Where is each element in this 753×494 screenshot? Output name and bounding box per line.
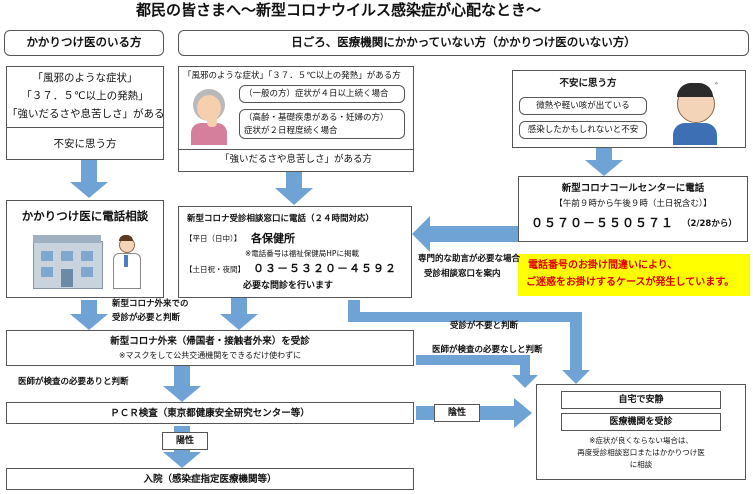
- consult-box: 新型コロナ受診相談窓口に電話（２４時間対応） 【平日（日中）】 各保健所 ※電話…: [178, 206, 412, 298]
- call-doctor-label: かかりつけ医に電話相談: [21, 209, 149, 223]
- home-rest: 自宅で安静: [618, 395, 664, 405]
- test-needed: 医師が検査の必要ありと判断: [18, 377, 129, 387]
- consult-foot: 必要な問診を行います: [243, 281, 334, 291]
- warning-line-2: ご迷惑をお掛けするケースが発生しています。: [526, 277, 735, 288]
- general-case-box: （一般の方）症状が４日以上続く場合: [239, 85, 405, 103]
- weekday-value: 各保健所: [251, 232, 295, 245]
- hospital-box: 入院（感染症指定医療機関等）: [6, 468, 414, 490]
- right-anxious-box: 不安に思う方 微熱や軽い咳が出ている 感染したかもしれないと不安 ﾞ: [512, 70, 746, 148]
- pcr-label: ＰＣＲ検査（東京都健康安全研究センター等）: [110, 408, 310, 419]
- weekday-label: 【平日（日中）】: [185, 234, 242, 243]
- outpatient-title: 新型コロナ外来（帰国者・接触者外来）を受診: [110, 336, 310, 347]
- left-anxious: 不安に思う方: [53, 138, 117, 150]
- left-symptom-1: 「風邪のような症状」: [32, 72, 138, 84]
- positive-badge: 陽性: [162, 432, 208, 450]
- anxious-item-2: 感染したかもしれないと不安: [527, 125, 639, 135]
- right-header-box: 日ごろ、医療機関にかかっていない方（かかりつけ医のいない方）: [178, 30, 749, 56]
- risk-case-box: （高齢・基礎疾患がある・妊婦の方） 症状が２日程度続く場合: [239, 109, 405, 139]
- call-center-number[interactable]: ０５７０－５５０５７１: [531, 216, 675, 230]
- pcr-box: ＰＣＲ検査（東京都健康安全研究センター等）: [6, 402, 414, 424]
- no-test-needed: 医師が検査の必要なしと判断: [432, 345, 543, 355]
- clinic-building-icon: [33, 235, 103, 289]
- call-center-from: （2/28から）: [682, 219, 737, 229]
- anxious-item-1-box: 微熱や軽い咳が出ている: [519, 97, 647, 115]
- holiday-value[interactable]: ０３－５３２０－４５９２: [253, 262, 397, 275]
- anxious-item-2-box: 感染したかもしれないと不安: [519, 121, 647, 139]
- middle-symptoms-head: 「風邪のような症状」「３７．５℃以上の発熱」がある方: [183, 71, 401, 81]
- consult-note: ※電話番号は福祉保健局HPに掲載: [245, 249, 359, 258]
- home-box: 自宅で安静 医療機関を受診 ※症状が良くならない場合は、 再度受診相談窓口または…: [536, 384, 746, 480]
- home-note-2: 再度受診相談窓口またはかかりつけ医: [577, 448, 705, 457]
- holiday-label: 【土日祝・夜間】: [185, 265, 245, 274]
- warning-line-1: 電話番号のお掛け間違いにより、: [528, 260, 678, 271]
- consult-title: 新型コロナ受診相談窓口に電話（２４時間対応）: [187, 214, 375, 224]
- right-anxious-head: 不安に思う方: [559, 78, 617, 89]
- hospital-label: 入院（感染症指定医療機関等）: [143, 474, 277, 485]
- risk-case-2: 症状が２日程度続く場合: [244, 126, 338, 136]
- home-note-3: に相談: [629, 460, 653, 469]
- general-case: （一般の方）症状が４日以上続く場合: [244, 89, 389, 99]
- anxious-item-1: 微熱や軽い咳が出ている: [536, 101, 630, 111]
- negative-label: 陰性: [447, 408, 466, 418]
- worried-man-icon: ﾞ: [663, 79, 727, 145]
- home-rest-box: 自宅で安静: [561, 391, 721, 409]
- left-symptom-2: 「３７．５℃以上の発熱」: [21, 90, 149, 102]
- call-doctor-box: かかりつけ医に電話相談: [6, 200, 164, 298]
- left-header-box: かかりつけ医のいる方: [4, 30, 164, 56]
- need-visit-line-1: 新型コロナ外来での: [112, 299, 189, 309]
- positive-label: 陽性: [175, 436, 194, 446]
- home-visit-box: 医療機関を受診: [561, 413, 721, 431]
- need-visit-line-2: 受診が必要と判断: [112, 313, 181, 323]
- guide-line-2: 受診相談窓口を案内: [424, 269, 501, 279]
- risk-case-1: （高齢・基礎疾患がある・妊婦の方）: [244, 113, 389, 123]
- call-center-box: 新型コロナコールセンターに電話 【午前９時から午後９時（土日祝含む）】 ０５７０…: [518, 176, 748, 242]
- page-title: 都民の皆さまへ〜新型コロナウイルス感染症が心配なとき〜: [136, 1, 542, 19]
- negative-badge: 陰性: [434, 404, 480, 422]
- no-visit-needed: 受診が不要と判断: [450, 321, 519, 331]
- warning-box: 電話番号のお掛け間違いにより、 ご迷惑をお掛けするケースが発生しています。: [518, 254, 750, 296]
- left-symptoms-box: 「風邪のような症状」 「３７．５℃以上の発熱」 「強いだるさや息苦しさ」がある …: [6, 66, 165, 160]
- elderly-woman-icon: [187, 87, 231, 145]
- call-center-hours: 【午前９時から午後９時（土日祝含む）】: [554, 199, 712, 209]
- left-header: かかりつけ医のいる方: [26, 35, 142, 49]
- doctor-icon: [111, 235, 141, 289]
- right-header: 日ごろ、医療機関にかかっていない方（かかりつけ医のいない方）: [291, 35, 636, 49]
- guide-line-1: 専門的な助言が必要な場合: [418, 254, 521, 264]
- call-center-title: 新型コロナコールセンターに電話: [561, 183, 705, 194]
- middle-symptoms-foot: 「強いだるさや息苦しさ」がある方: [219, 154, 372, 165]
- home-visit: 医療機関を受診: [609, 417, 673, 427]
- outpatient-box: 新型コロナ外来（帰国者・接触者外来）を受診 ※マスクをして公共交通機関をできるだ…: [6, 330, 414, 366]
- left-symptom-3: 「強いだるさや息苦しさ」がある: [7, 108, 165, 120]
- middle-symptoms-box: 「風邪のような症状」「３７．５℃以上の発熱」がある方 （一般の方）症状が４日以上…: [178, 66, 414, 172]
- outpatient-note: ※マスクをして公共交通機関をできるだけ使わずに: [118, 351, 302, 360]
- home-note-1: ※症状が良くならない場合は、: [589, 436, 693, 445]
